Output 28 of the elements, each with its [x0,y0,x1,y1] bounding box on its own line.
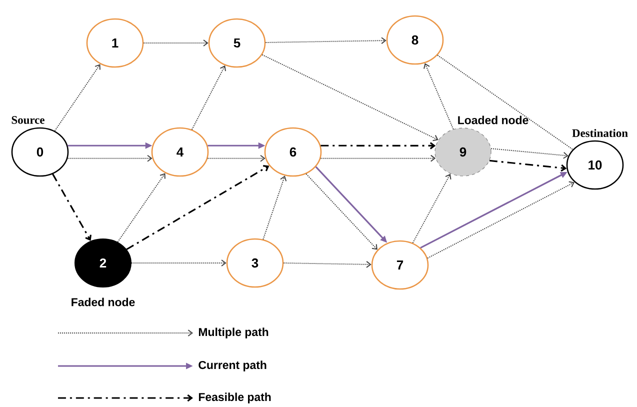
arrow [424,63,454,130]
arrow [67,154,152,162]
arrow [191,65,226,130]
node-label: Loaded node [458,116,528,124]
arrow [143,40,208,46]
arrow [412,174,452,244]
node-label: Source [12,116,44,124]
arrow [54,64,100,132]
arrow [207,154,266,162]
arrow [52,174,92,241]
arrow [306,173,378,250]
arrow [126,165,270,250]
arrow [320,154,436,162]
arrow [117,173,166,243]
arrow [489,160,567,172]
arrow [262,54,438,142]
legend-label: Current path [198,360,266,372]
arrow [427,181,574,259]
arrow [262,176,287,240]
arrow [283,260,372,268]
arrow [131,260,226,266]
legend-label: Feasible path [198,392,271,404]
arrow [320,142,436,150]
node-label: Faded node [72,298,135,306]
legend-label: Multiple path [198,328,268,338]
arrow [490,148,568,159]
node-label: Destination [572,128,628,138]
arrow [265,37,386,44]
